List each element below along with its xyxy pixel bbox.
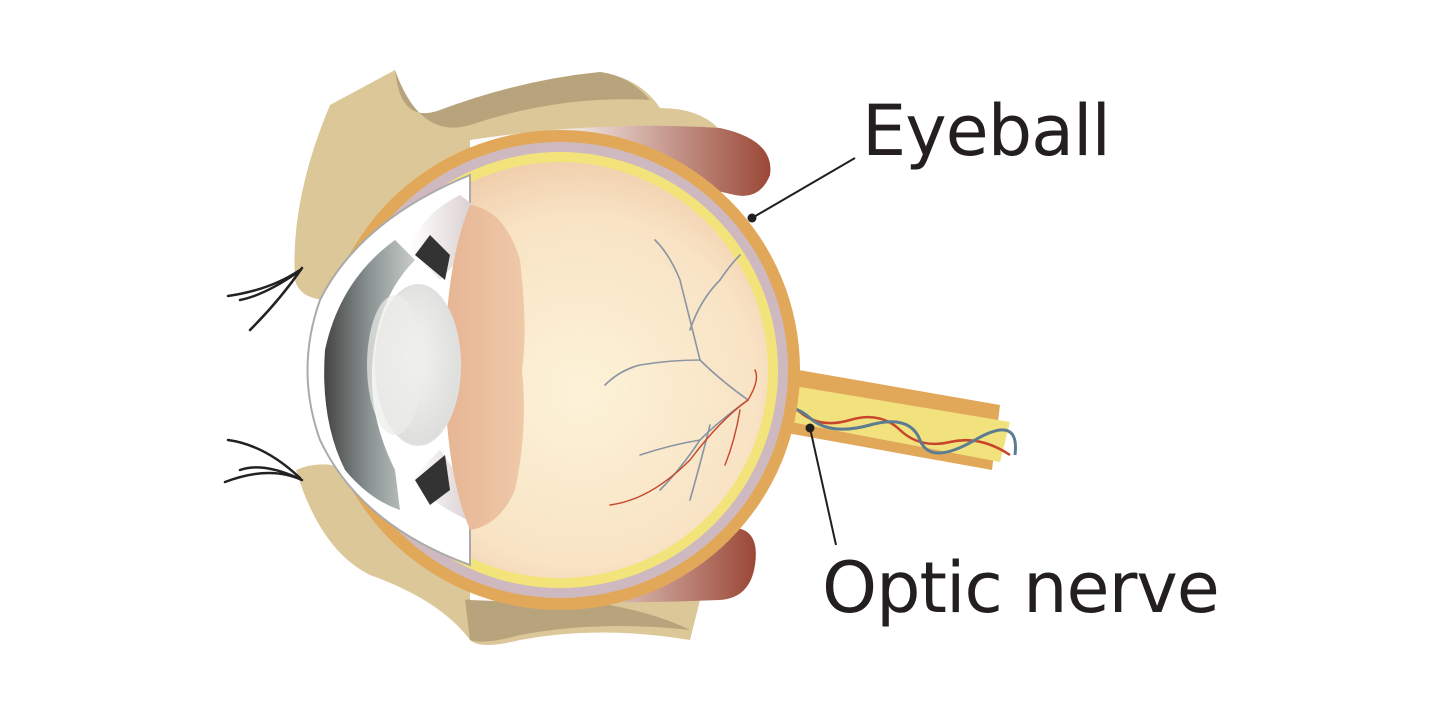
eyeball-label: Eyeball: [862, 90, 1111, 172]
eyeball-pointer-dot: [747, 213, 757, 223]
retinal-vessels: [604, 239, 758, 506]
lens-tissue: [445, 205, 525, 530]
optic-nerve: [749, 365, 1017, 470]
optic-nerve-pointer-dot: [805, 423, 815, 433]
nerve-vein: [749, 401, 1017, 456]
eyelashes: [223, 266, 304, 484]
eyeball-pointer-line: [751, 157, 856, 219]
optic-nerve-pointer-line: [809, 427, 837, 546]
label-pointers: [747, 157, 856, 546]
optic-nerve-label: Optic nerve: [822, 547, 1220, 629]
